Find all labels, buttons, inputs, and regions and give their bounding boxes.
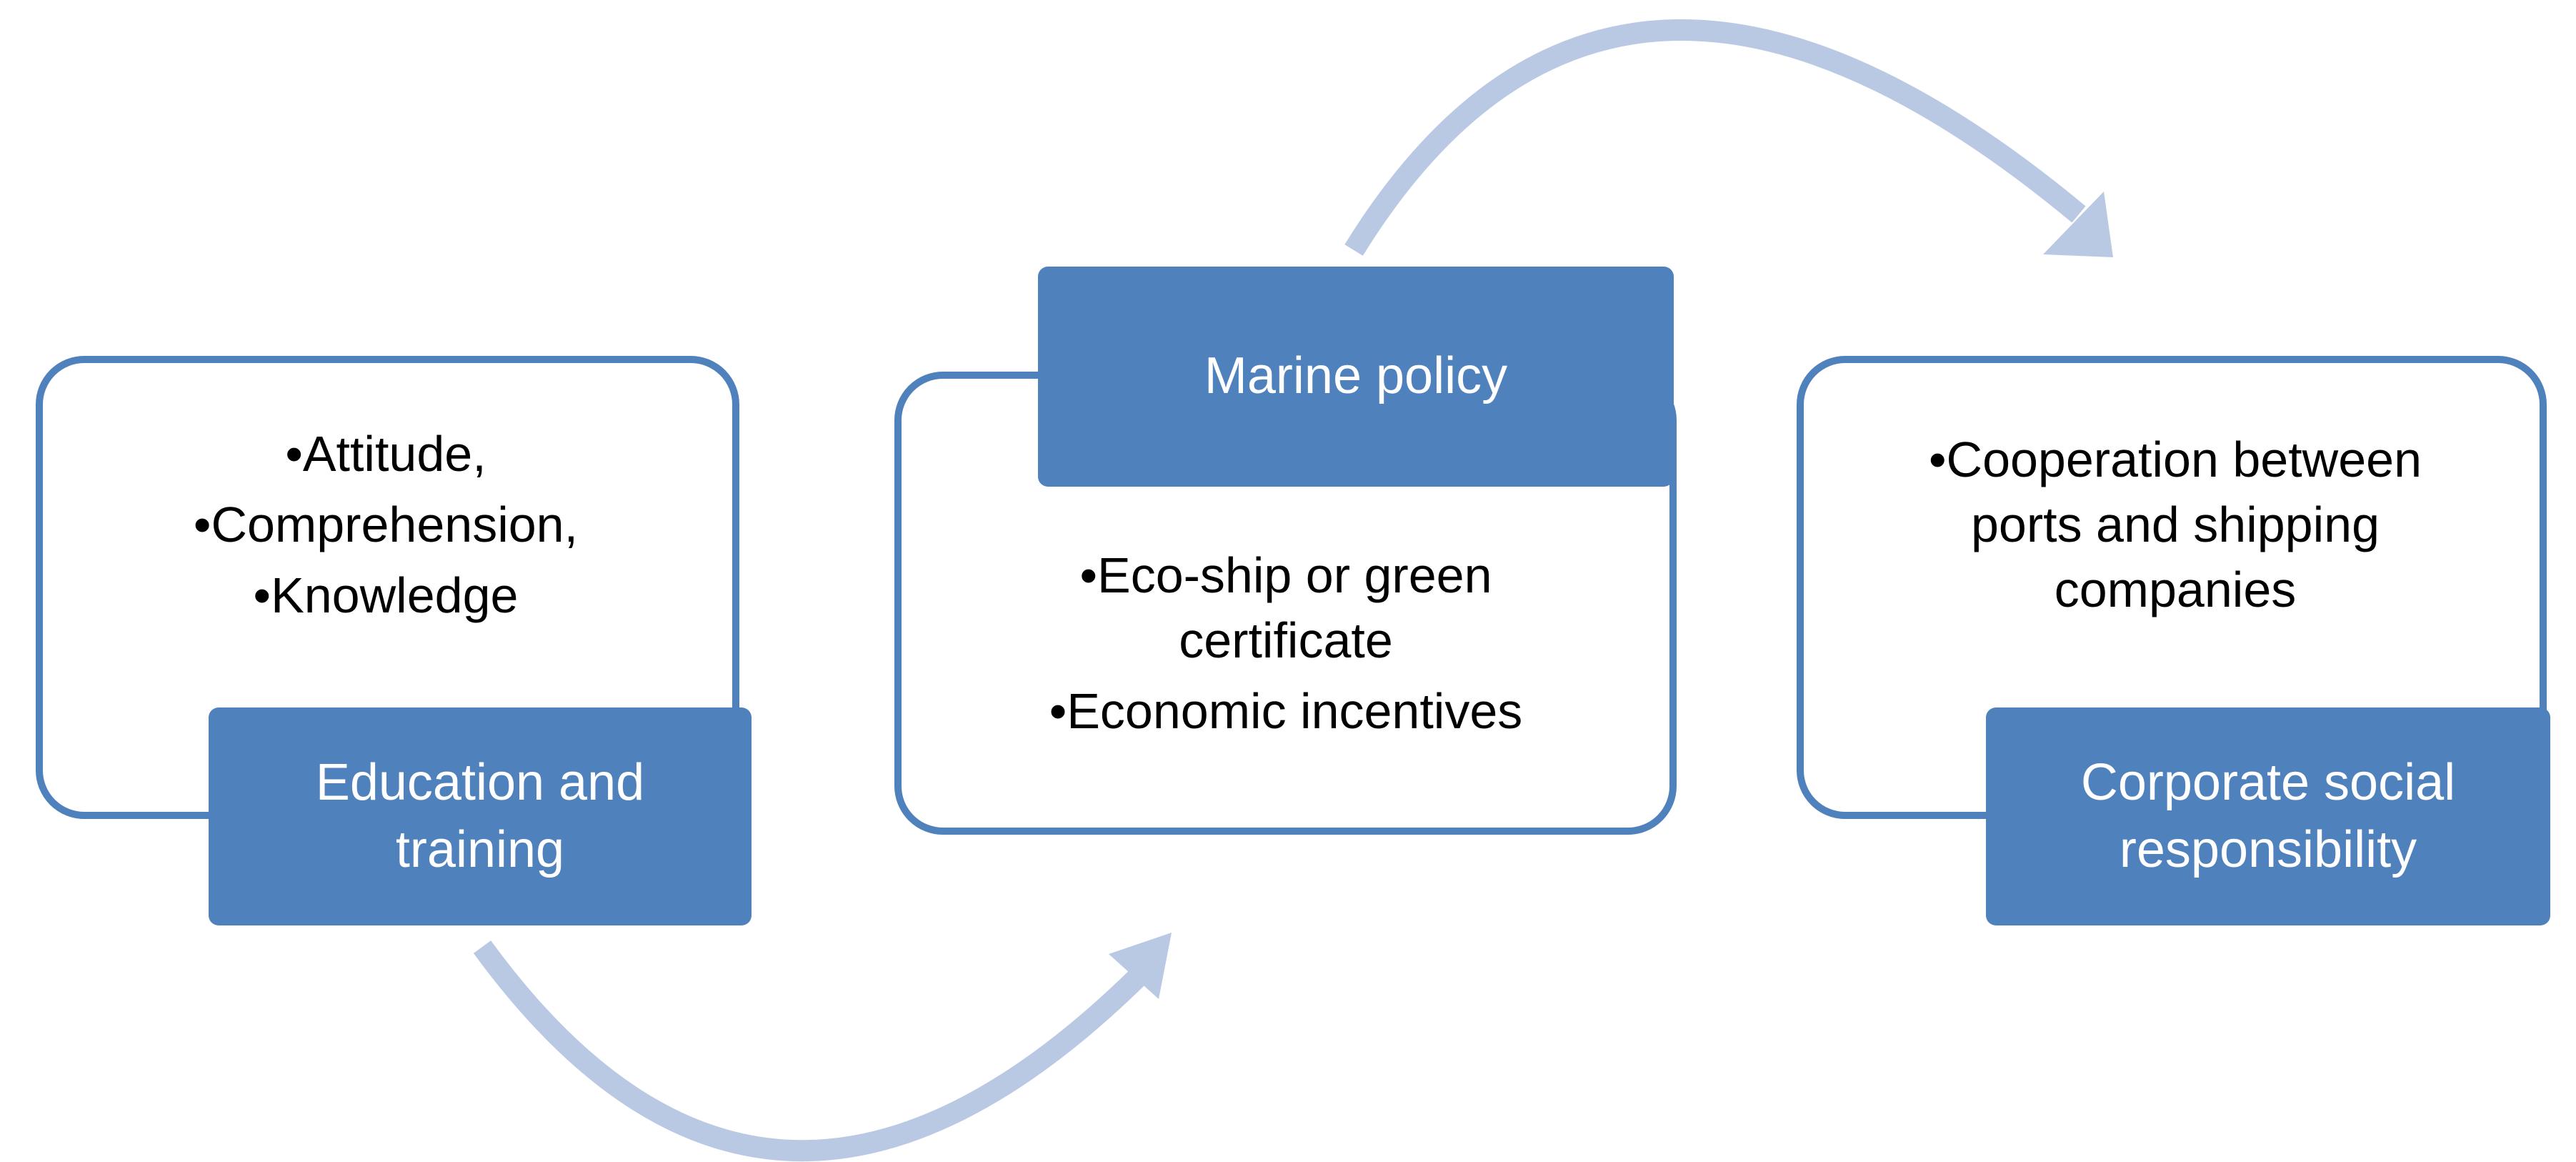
bullet-item: Cooperation between ports and shipping c… (1872, 427, 2479, 622)
bullet-item: Eco-ship or green certificate (972, 543, 1600, 673)
education-bullet-list: Attitude, Comprehension, Knowledge (107, 422, 664, 634)
bullet-item: Attitude, (107, 422, 664, 487)
csr-bullet-list: Cooperation between ports and shipping c… (1872, 427, 2479, 628)
policy-bullet-list: Eco-ship or green certificate Economic i… (972, 543, 1600, 750)
policy-label-box: Marine policy (1038, 267, 1674, 487)
arrow-education-to-policy (473, 933, 1172, 1161)
bullet-item: Knowledge (107, 563, 664, 628)
bullet-item: Comprehension, (107, 492, 664, 557)
bullet-item: Economic incentives (972, 679, 1600, 744)
education-label-box: Education and training (209, 707, 752, 925)
csr-label-box: Corporate social responsibility (1986, 707, 2550, 925)
arrow-policy-to-csr (1344, 19, 2113, 257)
